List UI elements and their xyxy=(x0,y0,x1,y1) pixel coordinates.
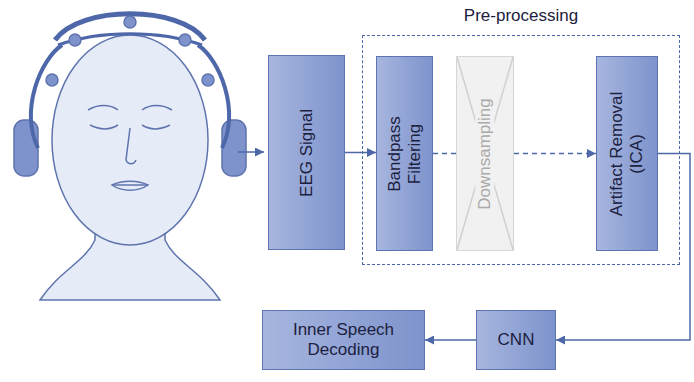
box-label: Bandpass Filtering xyxy=(385,94,424,214)
box-label: Inner Speech Decoding xyxy=(269,320,419,359)
group-box: Pre-processingBandpass FilteringDownsamp… xyxy=(362,35,680,265)
box-label: Artifact Removal (ICA) xyxy=(607,89,646,219)
box-label: CNN xyxy=(481,330,551,350)
process-box: Inner Speech Decoding xyxy=(262,310,425,370)
flow-arrow xyxy=(514,153,596,155)
process-box: Downsampling xyxy=(456,56,514,251)
disabled-label: Downsampling xyxy=(475,95,494,213)
flow-arrow xyxy=(433,153,456,155)
box-label: Downsampling xyxy=(475,69,495,239)
box-label: EEG Signal xyxy=(297,68,317,238)
process-box: EEG Signal xyxy=(268,55,345,250)
group-heading: Pre-processing xyxy=(363,6,679,26)
flow-arrow xyxy=(345,152,376,154)
process-box: CNN xyxy=(476,310,556,370)
process-box: Artifact Removal (ICA) xyxy=(596,56,658,251)
flow-arrow xyxy=(425,339,476,341)
process-box: Bandpass Filtering xyxy=(376,56,433,251)
